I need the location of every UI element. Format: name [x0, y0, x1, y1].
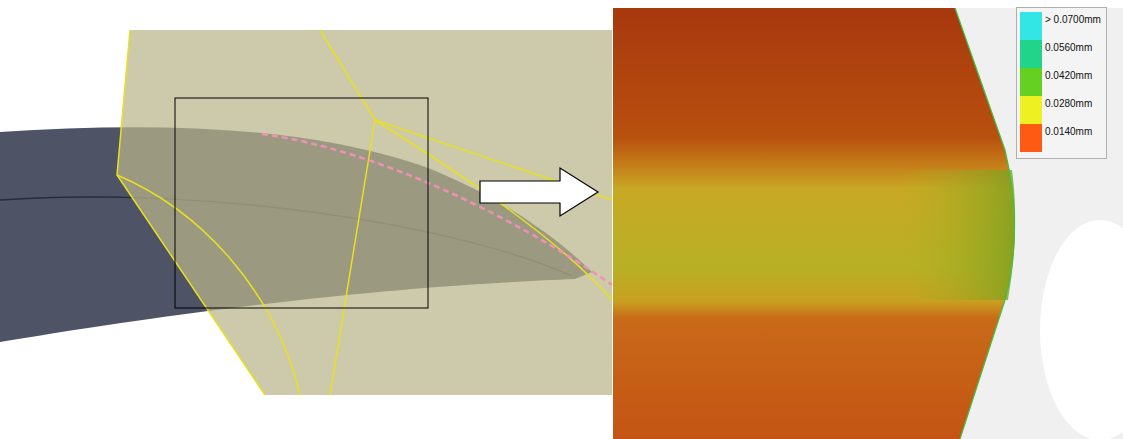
legend-entry: > 0.0700mm — [1017, 12, 1089, 40]
legend-swatch — [1020, 40, 1042, 68]
legend-swatch — [1020, 12, 1042, 40]
detail-box — [175, 98, 428, 308]
legend-swatch — [1020, 68, 1042, 96]
legend-label: > 0.0700mm — [1045, 14, 1101, 25]
contour-outline — [955, 8, 1015, 439]
legend-entry: 0.0140mm — [1017, 124, 1089, 152]
legend-entry: 0.0420mm — [1017, 68, 1089, 96]
legend-entry: 0.0560mm — [1017, 40, 1089, 68]
plane-arc — [375, 120, 612, 300]
legend-label: 0.0280mm — [1045, 98, 1092, 109]
section-plane — [117, 30, 612, 395]
contour-plot — [613, 8, 1015, 439]
profile-curve — [262, 134, 612, 285]
plot-background — [1040, 220, 1123, 439]
zoom-arrow — [480, 168, 598, 216]
plane-edge — [117, 30, 265, 395]
plane-edge — [320, 30, 375, 395]
legend-entry: 0.0280mm — [1017, 96, 1089, 124]
legend-label: 0.0420mm — [1045, 70, 1092, 81]
contour-plot — [900, 170, 1015, 300]
legend-swatch — [1020, 96, 1042, 124]
plane-arc — [117, 175, 300, 395]
legend-swatch — [1020, 124, 1042, 152]
legend-label: 0.0140mm — [1045, 126, 1092, 137]
color-legend: > 0.0700mm 0.0560mm 0.0420mm 0.0280mm 0.0140… — [1016, 7, 1107, 159]
legend-label: 0.0560mm — [1045, 42, 1092, 53]
